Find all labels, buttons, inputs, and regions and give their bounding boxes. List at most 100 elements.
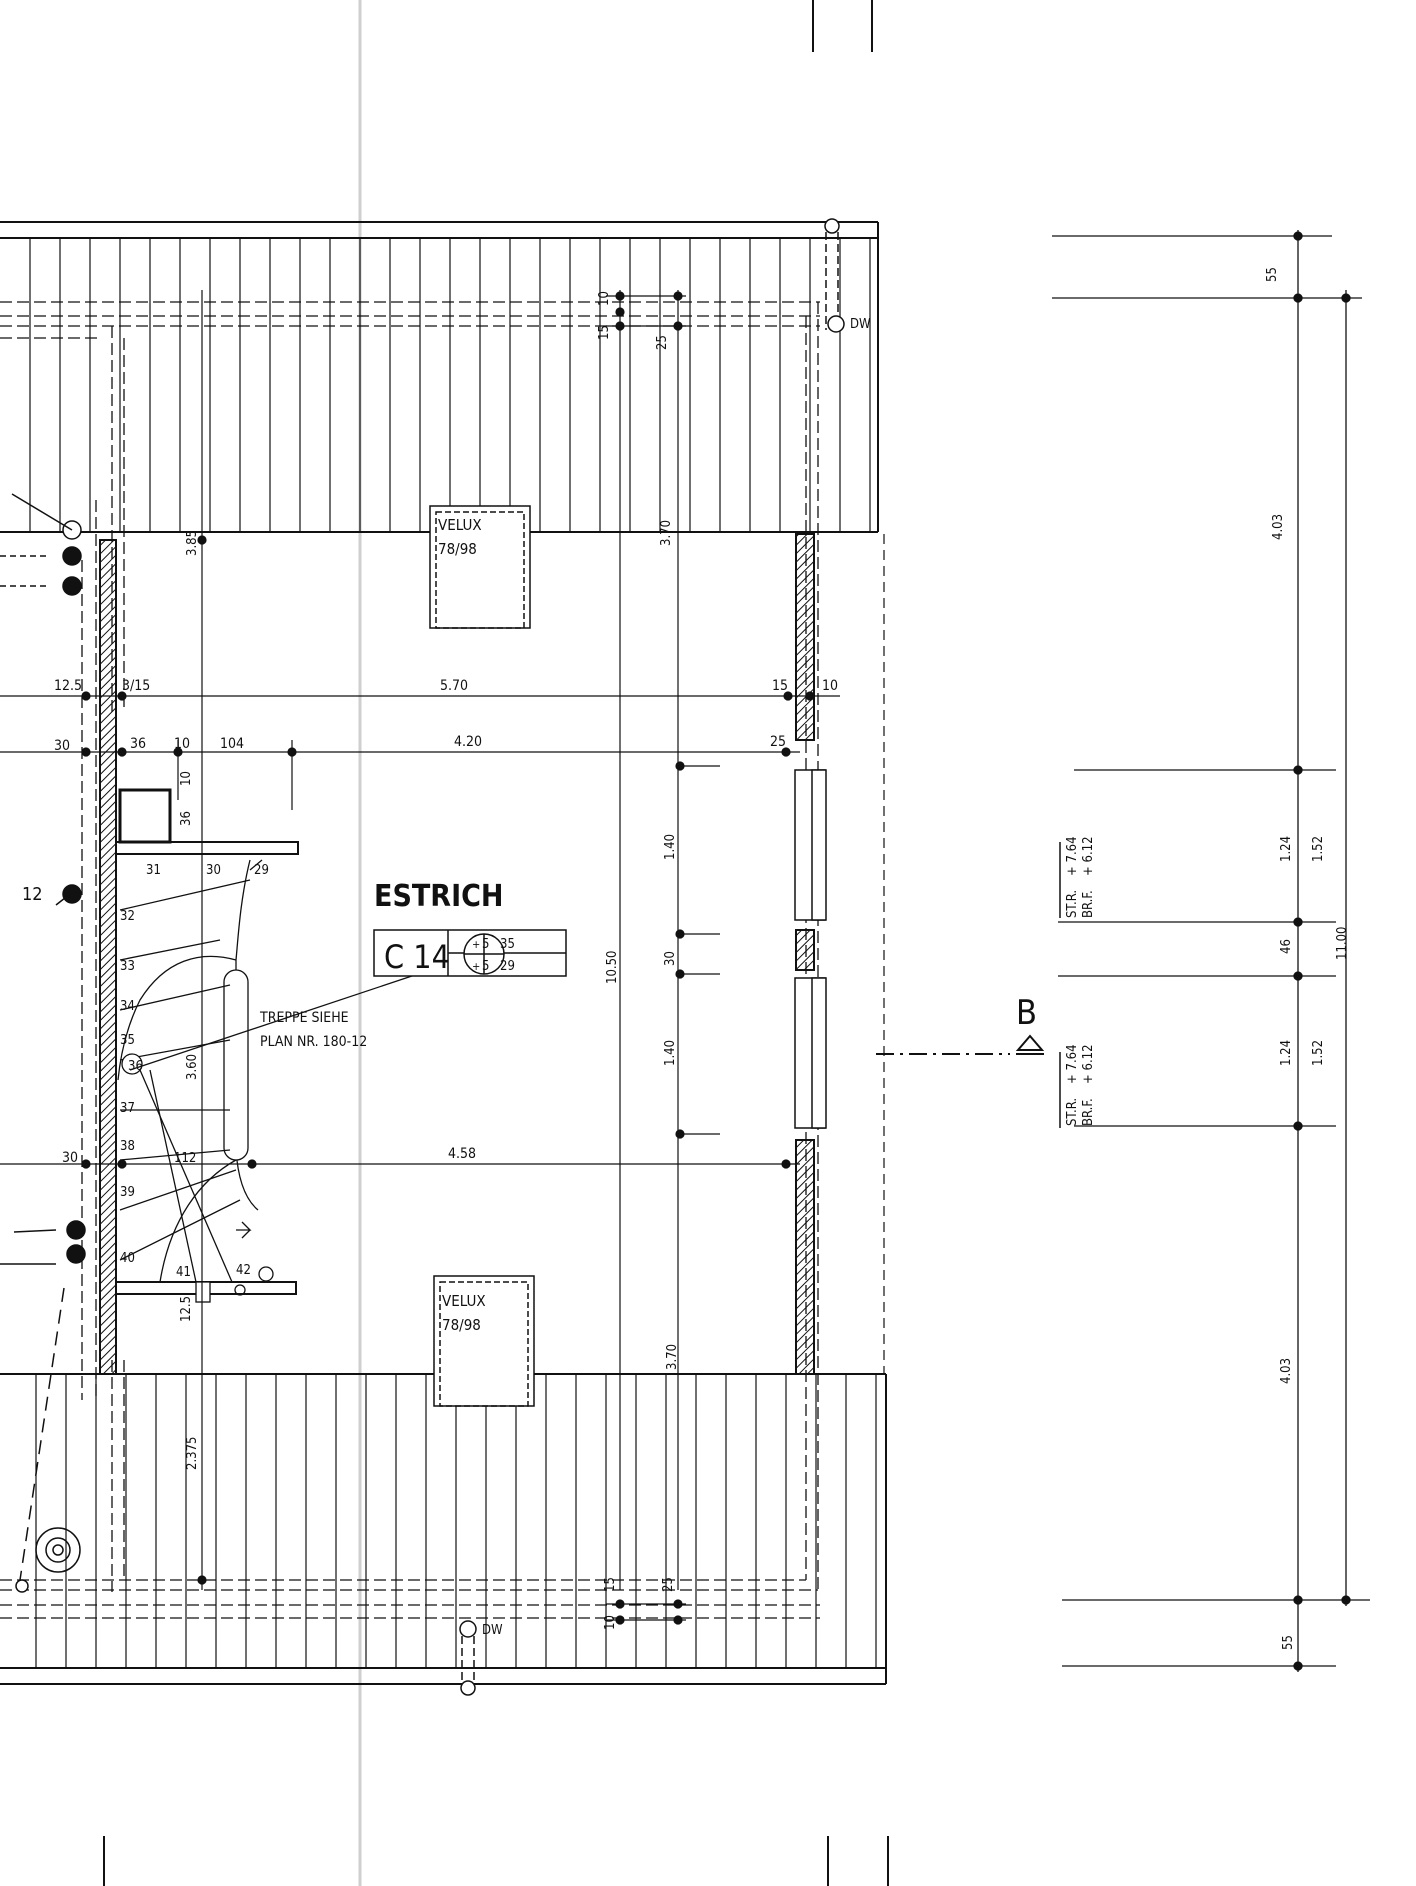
c14-top-plus: + <box>472 938 480 951</box>
step-35: 35 <box>120 1033 135 1048</box>
dim-104: 104 <box>220 736 244 752</box>
walls <box>99 533 815 1375</box>
dim-10b: 10 <box>179 771 194 786</box>
svg-text:+ 6.12: + 6.12 <box>1081 1044 1096 1084</box>
dim-420: 4.20 <box>454 734 482 750</box>
right-wall-upper <box>795 533 815 741</box>
c14-top-b: 35 <box>500 937 515 952</box>
stair-wall-upper <box>115 841 299 855</box>
rdim-55-bot: 55 <box>1281 1635 1296 1650</box>
dim-2375: 2.375 <box>185 1437 200 1470</box>
step-40: 40 <box>120 1251 135 1266</box>
step-36: 36 <box>128 1059 143 1074</box>
velux-label-bottom: VELUX <box>442 1292 486 1310</box>
step-30: 30 <box>206 863 221 878</box>
room-name: ESTRICH <box>374 879 504 914</box>
dw-label-bottom: DW <box>482 1623 503 1638</box>
dim-140a: 1.40 <box>663 834 678 860</box>
c14-bot-b: 29 <box>500 959 515 974</box>
velux-size-bottom: 78/98 <box>442 1316 481 1334</box>
dim-385: 3.85 <box>185 530 200 556</box>
rdim-46: 46 <box>1279 939 1294 954</box>
rdim-1100: 11.00 <box>1335 927 1350 960</box>
dim-112: 112 <box>174 1151 196 1166</box>
dim-30b: 30 <box>62 1150 78 1166</box>
svg-text:+ 7.64: + 7.64 <box>1065 1044 1080 1084</box>
step-29: 29 <box>254 863 269 878</box>
dim-12: 12 <box>22 884 43 905</box>
roof-strip-bottom <box>0 1373 887 1685</box>
dimension-lines <box>0 290 840 1625</box>
dim-36a: 36 <box>130 736 146 752</box>
section-marker: B <box>1016 993 1037 1033</box>
svg-text:ST.R.: ST.R. <box>1065 890 1080 918</box>
section-triangle <box>1015 1034 1045 1055</box>
rdim-55-top: 55 <box>1265 267 1280 282</box>
right-dimension-chain <box>1052 230 1370 1672</box>
edge-marks <box>103 0 889 1886</box>
c14-bot-a: 5 <box>482 959 489 974</box>
svg-text:+ 6.12: + 6.12 <box>1081 836 1096 876</box>
c14-bot-plus: + <box>472 960 480 973</box>
chimney <box>118 788 172 844</box>
step-32: 32 <box>120 909 135 924</box>
dim-30c: 30 <box>663 951 678 966</box>
rdim-152b: 1.52 <box>1311 1040 1326 1066</box>
step-38: 38 <box>120 1139 135 1154</box>
step-41: 41 <box>176 1265 191 1280</box>
downpipe-bottom <box>459 1620 477 1696</box>
velux-top <box>429 505 531 629</box>
dim-10c: 10 <box>822 678 838 694</box>
right-wall-lower <box>795 1139 815 1375</box>
dim-370a: 3.70 <box>659 520 674 546</box>
roof-strip-top <box>0 221 879 533</box>
dim-458: 4.58 <box>448 1146 476 1162</box>
dim-3-15: 3/15 <box>122 678 150 694</box>
room-code: C 14 <box>384 938 450 976</box>
step-42: 42 <box>236 1263 251 1278</box>
stair <box>117 859 274 1303</box>
dim-10a: 10 <box>174 736 190 752</box>
dim-15bot: 15 <box>603 1577 618 1592</box>
rdim-403a: 4.03 <box>1271 514 1286 540</box>
svg-text:+ 7.64: + 7.64 <box>1065 836 1080 876</box>
dim-25a: 25 <box>770 734 786 750</box>
step-33: 33 <box>120 959 135 974</box>
dim-25bot: 25 <box>661 1577 676 1592</box>
level-upper: ST.R. + 7.64 BR.F. + 6.12 <box>1059 836 1096 918</box>
svg-text:ST.R.: ST.R. <box>1065 1098 1080 1126</box>
rdim-124b: 1.24 <box>1279 1040 1294 1066</box>
rdim-403b: 4.03 <box>1279 1358 1294 1384</box>
left-fixtures <box>0 493 86 1593</box>
dim-10top: 10 <box>597 291 612 306</box>
dim-370b: 3.70 <box>665 1344 680 1370</box>
downpipe-top <box>824 218 845 333</box>
dim-25top: 25 <box>655 335 670 350</box>
rdim-152a: 1.52 <box>1311 836 1326 862</box>
step-39: 39 <box>120 1185 135 1200</box>
step-31: 31 <box>146 863 161 878</box>
svg-text:BR.F.: BR.F. <box>1081 890 1096 918</box>
dim-125: 12.5 <box>54 678 82 694</box>
velux-bottom <box>433 1275 535 1407</box>
velux-size-top: 78/98 <box>438 540 477 558</box>
svg-text:BR.F.: BR.F. <box>1081 1098 1096 1126</box>
c14-top-a: 5 <box>482 937 489 952</box>
step-37: 37 <box>120 1101 135 1116</box>
dim-15a: 15 <box>772 678 788 694</box>
dim-140b: 1.40 <box>663 1040 678 1066</box>
dim-30a: 30 <box>54 738 70 754</box>
dw-label-top: DW <box>850 317 871 332</box>
left-wall <box>99 539 117 1375</box>
dim-125b: 12.5 <box>179 1296 194 1322</box>
dim-570: 5.70 <box>440 678 468 694</box>
stair-note-1: TREPPE SIEHE <box>259 1010 349 1026</box>
dim-15top: 15 <box>597 325 612 340</box>
right-wall-mid <box>795 929 815 971</box>
step-34: 34 <box>120 999 135 1014</box>
velux-label-top: VELUX <box>438 516 482 534</box>
rdim-124a: 1.24 <box>1279 836 1294 862</box>
dim-10bot: 10 <box>603 1615 618 1630</box>
dim-36b: 36 <box>179 811 194 826</box>
